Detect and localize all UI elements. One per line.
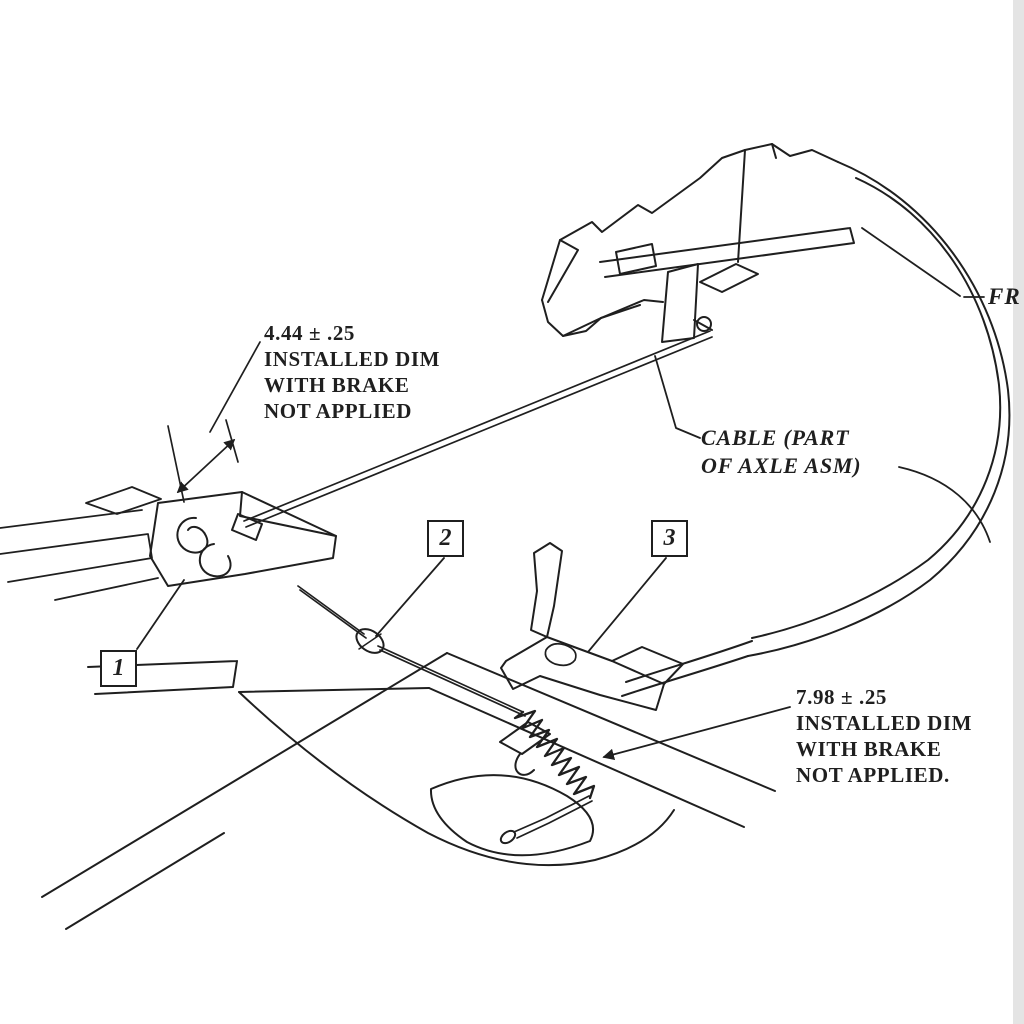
cable-end-fitting <box>499 829 517 845</box>
dimension-right-desc-1: INSTALLED DIM <box>796 711 973 735</box>
cable-label-line-1: CABLE (PART <box>701 425 850 450</box>
dimension-right-arrow <box>602 706 791 761</box>
front-cable <box>243 330 713 528</box>
callout-2-leader <box>375 557 445 637</box>
dimension-right-desc-3: NOT APPLIED. <box>796 763 950 787</box>
dimension-label-right: 7.98 ± .25 INSTALLED DIM WITH BRAKE NOT … <box>796 684 972 788</box>
spring-guide-bracket <box>499 721 551 776</box>
cable-label: CABLE (PART OF AXLE ASM) <box>701 424 861 480</box>
callout-1-leader <box>136 579 185 650</box>
cable-label-left-leader <box>654 355 701 439</box>
dimension-left-desc-1: INSTALLED DIM <box>264 347 441 371</box>
dimension-left-desc-2: WITH BRAKE <box>264 373 410 397</box>
dimension-left-value: 4.44 ± .25 <box>264 321 356 345</box>
cable-label-right-leader <box>898 466 991 543</box>
callout-3-leader <box>587 557 667 653</box>
cable-label-line-2: OF AXLE ASM) <box>701 453 862 478</box>
axle-frame-curves <box>621 161 1011 697</box>
callout-box-3: 3 <box>651 520 688 557</box>
dimension-left-arrows <box>167 341 261 503</box>
fr-leader <box>861 227 985 298</box>
rear-axle-bracket-assembly <box>541 143 855 343</box>
dimension-right-desc-2: WITH BRAKE <box>796 737 942 761</box>
scan-artifact-right-edge <box>1013 0 1024 1024</box>
callout-number-3: 3 <box>663 525 676 551</box>
dimension-right-value: 7.98 ± .25 <box>796 685 888 709</box>
cable-clip <box>355 628 385 654</box>
dimension-left-desc-3: NOT APPLIED <box>264 399 412 423</box>
left-guide-bracket <box>149 491 337 587</box>
leader-lines <box>136 227 991 761</box>
front-reference-label: FR <box>988 284 1021 309</box>
callout-box-2: 2 <box>427 520 464 557</box>
left-frame-rail <box>0 486 162 601</box>
rear-cable <box>297 585 593 839</box>
floor-pan <box>41 652 776 930</box>
callout-number-2: 2 <box>439 525 452 551</box>
callout-number-1: 1 <box>112 655 125 681</box>
callout-box-1: 1 <box>100 650 137 687</box>
dimension-label-left: 4.44 ± .25 INSTALLED DIM WITH BRAKE NOT … <box>264 320 440 424</box>
adjuster-spring <box>513 709 596 800</box>
